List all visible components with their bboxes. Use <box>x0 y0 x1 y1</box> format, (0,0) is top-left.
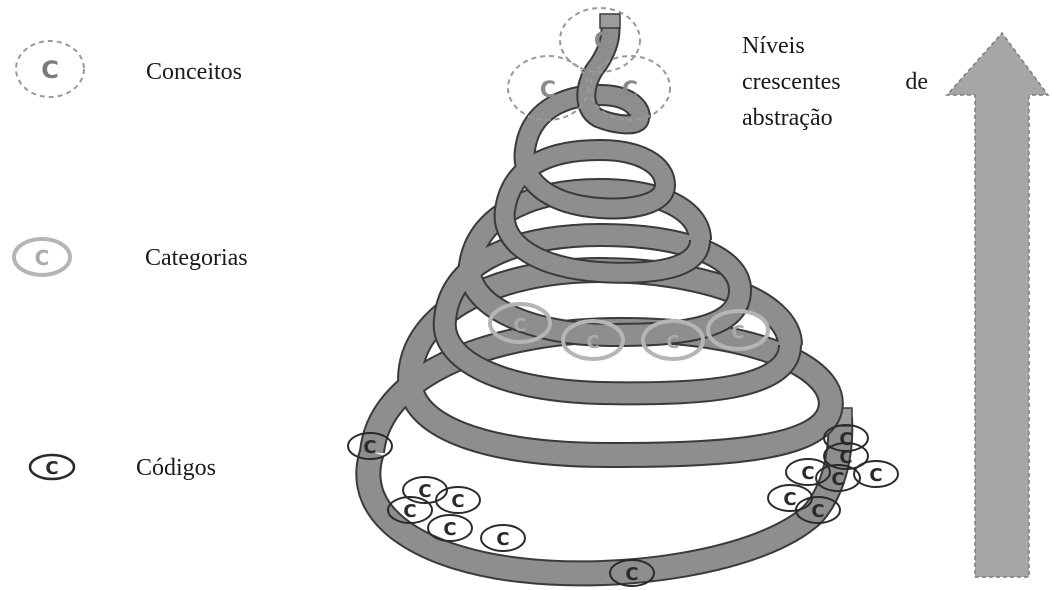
code-marker: C <box>428 515 472 541</box>
svg-text:C: C <box>496 529 509 550</box>
svg-text:C: C <box>451 491 464 512</box>
svg-text:C: C <box>403 501 416 522</box>
svg-text:C: C <box>869 465 882 486</box>
spiral-end-top <box>600 14 620 28</box>
svg-text:C: C <box>622 78 638 103</box>
code-marker: C <box>436 487 480 513</box>
spiral-band <box>368 14 852 573</box>
svg-text:C: C <box>586 332 599 353</box>
svg-text:C: C <box>783 489 796 510</box>
svg-text:C: C <box>513 315 526 336</box>
abstraction-arrow <box>947 33 1048 577</box>
svg-text:C: C <box>811 501 824 522</box>
svg-text:C: C <box>443 519 456 540</box>
code-marker: C <box>768 485 812 511</box>
svg-text:C: C <box>363 437 376 458</box>
svg-text:C: C <box>540 78 556 103</box>
svg-text:C: C <box>625 564 638 585</box>
svg-text:C: C <box>831 469 844 490</box>
svg-text:C: C <box>801 463 814 484</box>
svg-text:C: C <box>731 322 744 343</box>
svg-text:C: C <box>594 29 610 54</box>
code-marker: C <box>481 525 525 551</box>
code-marker: C <box>403 477 447 503</box>
code-marker: C <box>854 461 898 487</box>
svg-text:C: C <box>666 332 679 353</box>
